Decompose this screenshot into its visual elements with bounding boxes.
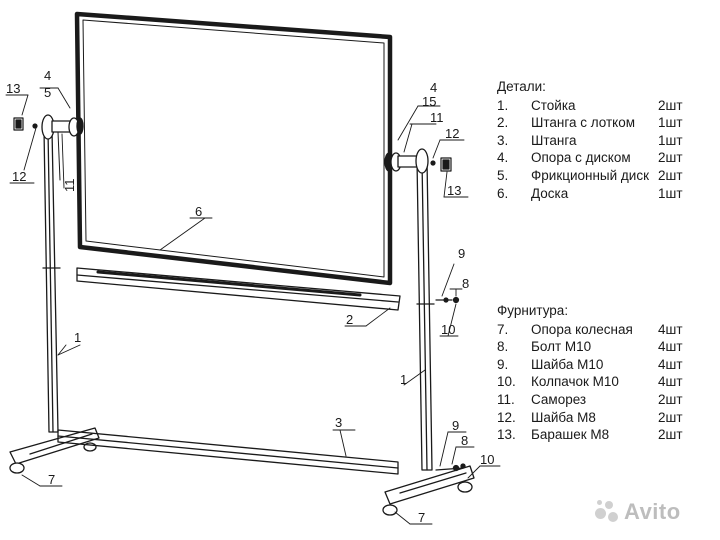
hardware-item: 12. Шайба М8 2шт — [497, 409, 719, 427]
callout-13-right: 13 — [447, 183, 461, 198]
callout-3: 3 — [335, 415, 342, 430]
details-item: 2. Штанга с лотком 1шт — [497, 114, 719, 132]
callout-12-right: 12 — [445, 126, 459, 141]
item-name: Стойка — [531, 97, 576, 113]
callout-8-lower: 8 — [461, 433, 468, 448]
details-item: 5. Фрикционный диск 2шт — [497, 167, 719, 185]
item-number: 2. — [497, 115, 509, 131]
item-number: 13. — [497, 427, 516, 443]
callout-1-right: 1 — [400, 372, 407, 387]
callout-2: 2 — [346, 312, 353, 327]
tray-bar — [76, 267, 401, 311]
hardware-item: 7. Опора колесная 4шт — [497, 321, 719, 339]
hardware-item: 11. Саморез 2шт — [497, 391, 719, 409]
item-name: Шайба М8 — [531, 409, 596, 425]
callout-8-upper: 8 — [462, 276, 469, 291]
callout-5-left: 5 — [44, 85, 51, 100]
item-number: 11. — [497, 391, 515, 407]
item-name: Колпачок М10 — [531, 374, 619, 390]
item-name: Опора с диском — [531, 150, 631, 166]
item-name: Опора колесная — [531, 321, 633, 337]
callout-6: 6 — [195, 204, 202, 219]
item-number: 7. — [497, 321, 509, 337]
callout-1-left: 1 — [74, 330, 81, 345]
item-quantity: 2шт — [658, 150, 683, 166]
item-quantity: 4шт — [658, 321, 683, 337]
left-disc-support — [41, 114, 84, 181]
item-number: 12. — [497, 409, 516, 425]
item-quantity: 2шт — [658, 409, 683, 425]
callout-4-right: 4 — [430, 80, 437, 95]
details-item: 4. Опора с диском 2шт — [497, 149, 719, 167]
item-number: 9. — [497, 356, 509, 372]
right-disc-support — [384, 148, 429, 174]
item-name: Штанга с лотком — [531, 115, 636, 131]
callout-15-right: 15 — [422, 94, 436, 109]
callout-7-left: 7 — [48, 472, 55, 487]
hardware-item: 13. Барашек М8 2шт — [497, 426, 719, 444]
callout-12-left: 12 — [12, 169, 26, 184]
callout-10-lower: 10 — [480, 452, 494, 467]
callout-7-right: 7 — [418, 510, 425, 525]
item-quantity: 2шт — [658, 167, 683, 183]
item-name: Болт М10 — [531, 339, 592, 355]
left-upright — [42, 129, 61, 433]
item-number: 5. — [497, 167, 509, 183]
item-number: 10. — [497, 374, 516, 390]
item-quantity: 1шт — [658, 132, 683, 148]
item-quantity: 1шт — [658, 115, 683, 131]
hardware-item: 10. Колпачок М10 4шт — [497, 373, 719, 391]
hardware-title: Фурнитура: — [497, 303, 569, 318]
details-title: Детали: — [497, 79, 546, 94]
item-number: 1. — [497, 97, 509, 113]
upper-bolt-group — [435, 296, 460, 304]
left-hardware — [13, 117, 38, 131]
watermark-text: Avito — [624, 499, 681, 524]
item-name: Барашек М8 — [531, 427, 610, 443]
item-quantity: 2шт — [658, 97, 683, 113]
watermark: Avito — [594, 499, 681, 525]
item-number: 3. — [497, 132, 509, 148]
callout-10-upper: 10 — [441, 322, 455, 337]
item-quantity: 2шт — [658, 391, 683, 407]
right-base — [382, 463, 475, 516]
right-upright — [416, 159, 435, 471]
item-quantity: 4шт — [658, 339, 683, 355]
details-item: 3. Штанга 1шт — [497, 132, 719, 150]
avito-logo-icon — [594, 499, 620, 525]
hardware-item: 9. Шайба М10 4шт — [497, 356, 719, 374]
hardware-item: 8. Болт М10 4шт — [497, 338, 719, 356]
item-name: Саморез — [531, 391, 587, 407]
callout-13-left: 13 — [6, 81, 20, 96]
item-name: Шайба М10 — [531, 356, 604, 372]
leader-lines — [5, 87, 501, 525]
item-quantity: 1шт — [658, 185, 683, 201]
item-number: 4. — [497, 150, 509, 166]
item-number: 6. — [497, 185, 509, 201]
item-quantity: 4шт — [658, 356, 683, 372]
left-base — [9, 427, 399, 475]
callout-labels: 13 4 5 12 11 6 4 15 11 12 13 9 8 10 2 1 … — [6, 68, 494, 525]
item-name: Доска — [531, 185, 569, 201]
details-item: 6. Доска 1шт — [497, 185, 719, 203]
item-quantity: 2шт — [658, 427, 683, 443]
right-hardware — [430, 157, 452, 172]
item-quantity: 4шт — [658, 374, 683, 390]
item-number: 8. — [497, 339, 509, 355]
callout-11-right: 11 — [430, 110, 444, 125]
details-item: 1. Стойка 2шт — [497, 97, 719, 115]
callout-4-left: 4 — [44, 68, 51, 83]
callout-9-lower: 9 — [452, 418, 459, 433]
callout-9-upper: 9 — [458, 246, 465, 261]
callout-11-left: 11 — [62, 179, 77, 193]
hardware-list: Фурнитура: 7. Опора колесная 4шт 8. Болт М10… — [497, 302, 719, 444]
item-name: Штанга — [531, 132, 577, 148]
board — [74, 11, 393, 286]
item-name: Фрикционный диск — [531, 167, 649, 183]
